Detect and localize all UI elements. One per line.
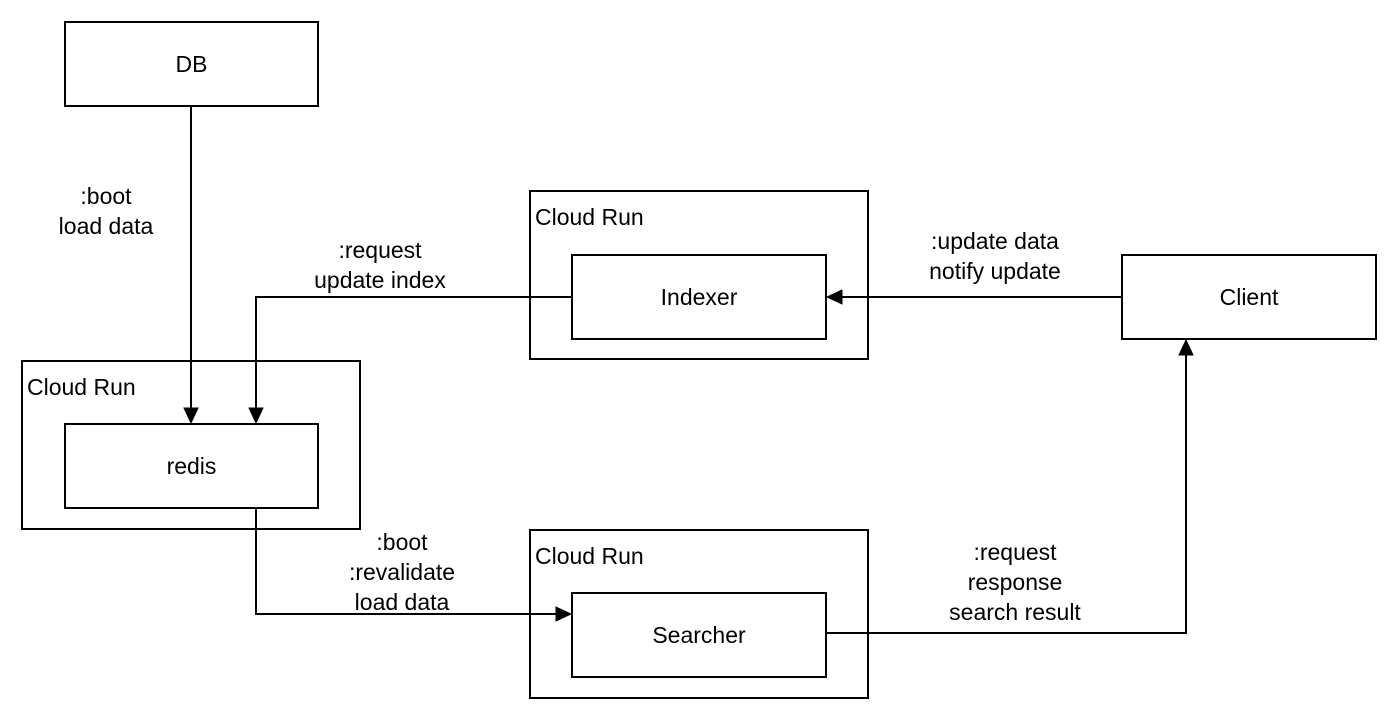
edge-label-line: :boot	[376, 529, 428, 555]
db-node[interactable]: DB	[64, 21, 319, 107]
edge-label-line: :boot	[80, 183, 132, 209]
edge-label-line: :revalidate	[348, 559, 456, 585]
redis-node-label: redis	[166, 452, 217, 479]
cloud-run-label-searcher: Cloud Run	[535, 543, 644, 569]
redis-node[interactable]: redis	[64, 423, 319, 509]
searcher-node[interactable]: Searcher	[571, 592, 827, 678]
cloud-run-label-indexer: Cloud Run	[535, 204, 644, 230]
edge-label-line: :request	[973, 539, 1057, 565]
edge-label-client-to-indexer: :update data notify update	[900, 226, 1090, 286]
edge-label-indexer-to-redis: :request update index	[290, 235, 470, 295]
edge-label-line: :request	[338, 237, 422, 263]
searcher-node-label: Searcher	[652, 621, 746, 648]
edge-label-line: response	[967, 569, 1063, 595]
indexer-node[interactable]: Indexer	[571, 254, 827, 340]
client-node[interactable]: Client	[1121, 254, 1377, 340]
edge-label-searcher-to-client: :request response search result	[925, 537, 1105, 627]
edge-label-line: :update data	[931, 228, 1059, 254]
indexer-node-label: Indexer	[660, 283, 738, 310]
edge-label-line: load data	[58, 213, 154, 239]
edge-label-db-to-redis: :boot load data	[36, 181, 176, 241]
edge-label-line: notify update	[929, 258, 1061, 284]
edge-label-line: update index	[314, 267, 446, 293]
edge-label-redis-to-searcher: :boot :revalidate load data	[322, 527, 482, 617]
edge-label-line: load data	[354, 589, 450, 615]
arrowhead-searcher-to-client	[1178, 338, 1194, 356]
cloud-run-label-redis: Cloud Run	[27, 374, 136, 400]
edge-label-line: search result	[949, 599, 1081, 625]
db-node-label: DB	[175, 50, 208, 77]
client-node-label: Client	[1219, 283, 1279, 310]
